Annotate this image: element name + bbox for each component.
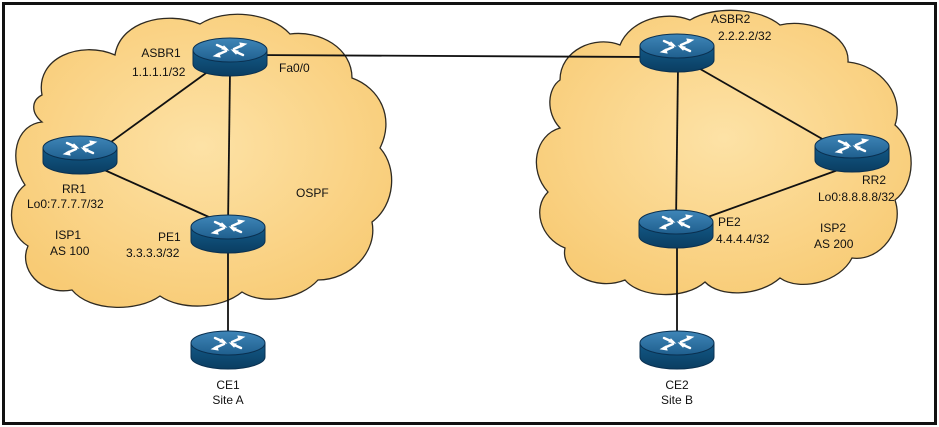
link-asbr2-rr2 (687, 61, 846, 153)
link-rr1-pe1 (99, 167, 221, 223)
router-ce1-icon[interactable] (189, 329, 267, 371)
isp2-cloud (535, 9, 912, 296)
router-pe1-icon[interactable] (189, 213, 267, 255)
asbr1-ip: 1.1.1.1/32 (132, 65, 186, 79)
router-ce2-icon[interactable] (638, 329, 716, 371)
ce2-site: Site B (660, 393, 693, 407)
link-asbr1-asbr2 (249, 54, 649, 58)
pe2-ip: 4.4.4.4/32 (716, 232, 770, 246)
router-asbr2-icon[interactable] (638, 32, 716, 74)
link-asbr1-rr1 (99, 67, 214, 151)
links (99, 54, 846, 345)
ce1-name: CE1 (216, 378, 240, 392)
isp2-label: ISP2 (820, 221, 847, 235)
isp1-cloud (10, 13, 393, 308)
rr1-name: RR1 (61, 182, 86, 196)
asbr1-name: ASBR1 (141, 46, 181, 60)
ce1-site: Site A (212, 393, 244, 407)
ce2-name: CE2 (665, 378, 689, 392)
rr2-name: RR2 (862, 173, 887, 187)
pe1-name: PE1 (158, 230, 181, 244)
asbr1-interface: Fa0/0 (279, 61, 310, 75)
router-rr2-icon[interactable] (813, 132, 891, 174)
isp2-as-label: AS 200 (814, 237, 854, 251)
isp1-label: ISP1 (55, 228, 82, 242)
ospf-label: OSPF (296, 186, 329, 200)
rr1-ip: Lo0:7.7.7.7/32 (27, 197, 104, 211)
rr2-ip: Lo0:8.8.8.8/32 (818, 190, 895, 204)
pe1-ip: 3.3.3.3/32 (126, 246, 180, 260)
router-rr1-icon[interactable] (41, 134, 119, 176)
router-asbr1-icon[interactable] (191, 36, 269, 78)
link-rr2-pe2 (704, 169, 839, 219)
link-asbr1-pe1 (227, 71, 231, 226)
isp1-as-label: AS 100 (50, 244, 90, 258)
asbr2-ip: 2.2.2.2/32 (718, 29, 772, 43)
pe2-name: PE2 (718, 215, 741, 229)
link-asbr2-pe2 (675, 67, 679, 223)
router-pe2-icon[interactable] (637, 208, 715, 250)
asbr2-name: ASBR2 (711, 12, 751, 26)
